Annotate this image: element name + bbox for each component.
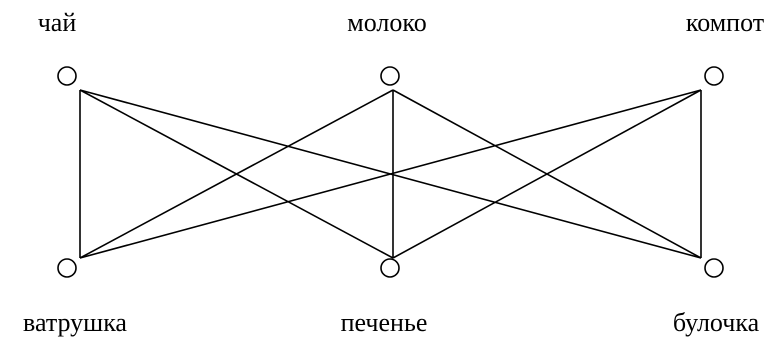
node-vatrushka-label: ватрушка [23,308,127,337]
node-kompot-circle [704,66,724,86]
edge-kompot-pechenye [392,89,702,259]
node-vatrushka-circle [57,258,77,278]
node-pechenye-circle [380,258,400,278]
node-bulochka-label: булочка [673,308,760,337]
node-moloko-label: молоко [347,8,426,37]
node-kompot-label: компот [686,8,764,37]
node-chai-circle [57,66,77,86]
edges-group [79,89,702,259]
node-chai-label: чай [38,8,77,37]
node-bulochka-circle [704,258,724,278]
edge-moloko-vatrushka [79,89,394,259]
node-moloko-circle [380,66,400,86]
node-pechenye-label: печенье [341,308,428,337]
edge-kompot-vatrushka [79,89,702,259]
